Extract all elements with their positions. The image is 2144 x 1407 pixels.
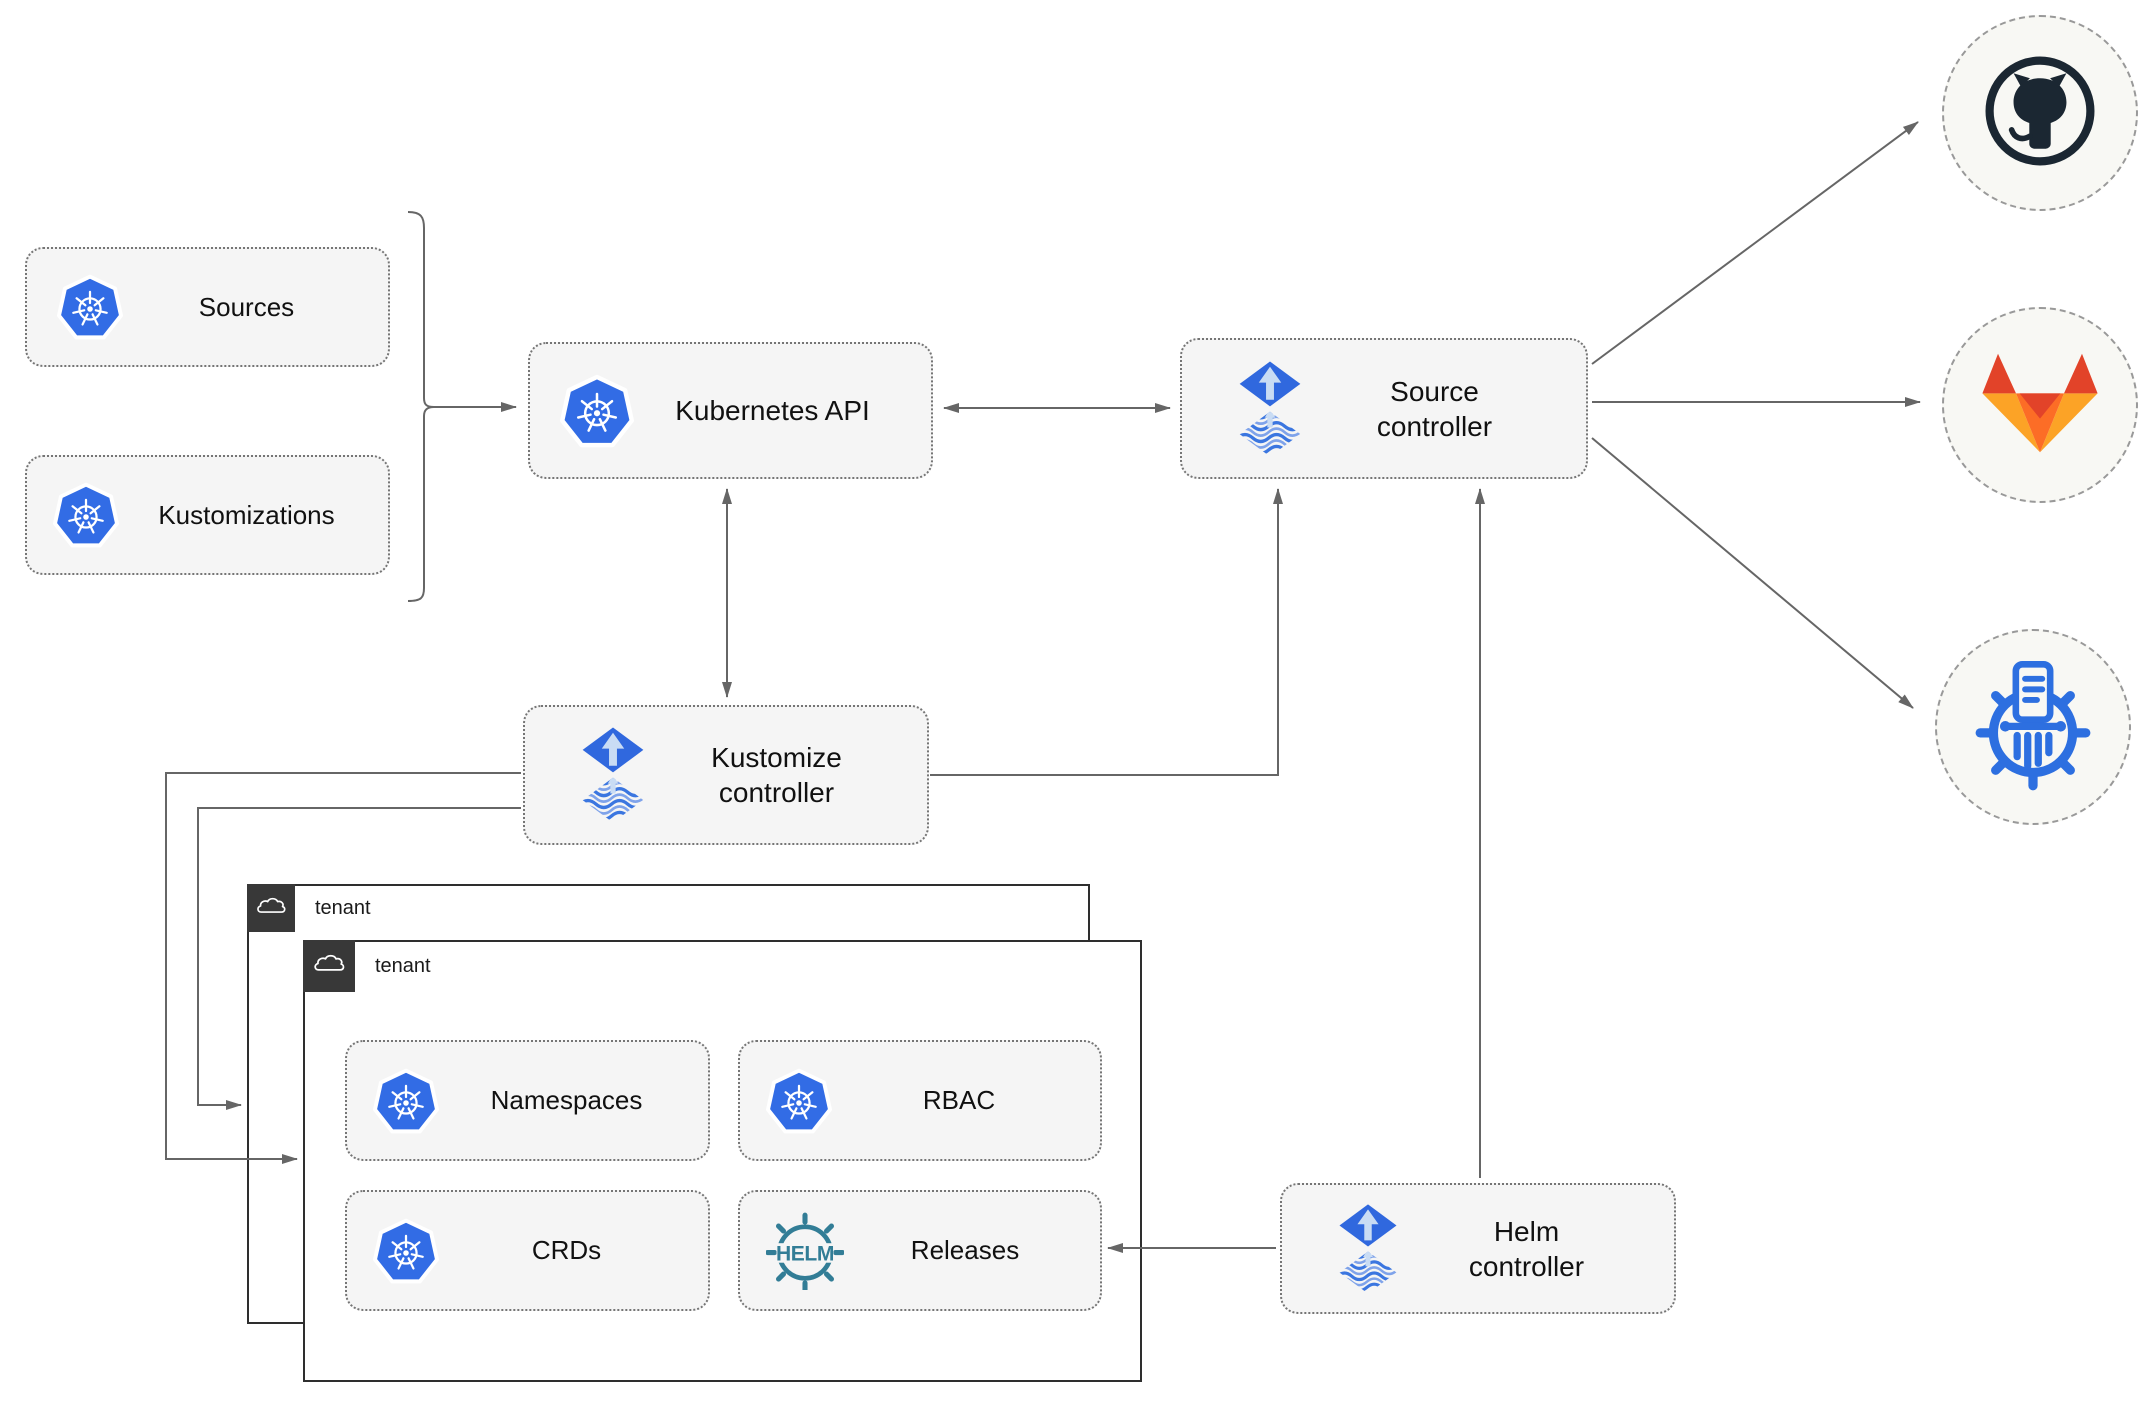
- flux-icon: [580, 726, 646, 824]
- node-sources: Sources: [25, 247, 390, 367]
- node-label: Kubernetes API: [675, 395, 870, 426]
- helm-icon: HELM: [766, 1212, 844, 1290]
- tenant-box-front: [303, 940, 1142, 1382]
- github-icon: [1977, 48, 2103, 179]
- tenant-back-label: tenant: [315, 897, 371, 919]
- edge-source-to-kustomize-manifests: [1591, 437, 1914, 709]
- kubernetes-icon: [766, 1068, 832, 1134]
- kubernetes-icon: [373, 1068, 439, 1134]
- tenant-front-label: tenant: [375, 955, 431, 977]
- external-source-github: [1942, 15, 2138, 211]
- cloud-icon: [311, 950, 347, 982]
- svg-text:HELM: HELM: [776, 1242, 834, 1265]
- flux-icon: [1237, 360, 1303, 458]
- node-label: RBAC: [922, 1085, 996, 1116]
- external-source-kustomize-manifests: [1935, 629, 2131, 825]
- edge-source-to-github: [1591, 121, 1919, 365]
- node-kustomizations: Kustomizations: [25, 455, 390, 575]
- external-source-gitlab: [1942, 307, 2138, 503]
- node-namespaces: Namespaces: [345, 1040, 710, 1161]
- node-label: Namespaces: [490, 1085, 643, 1116]
- kustomize-icon: [1967, 659, 2099, 796]
- node-crds: CRDs: [345, 1190, 710, 1311]
- node-label: Source controller: [1376, 375, 1493, 442]
- kubernetes-icon: [57, 274, 123, 340]
- node-releases: HELM Releases: [738, 1190, 1102, 1311]
- bracket-sources-group: [407, 211, 435, 602]
- node-kubernetes-api: Kubernetes API: [528, 342, 933, 479]
- tenant-front-tab: [303, 940, 355, 992]
- cloud-icon: [254, 893, 288, 924]
- gitlab-icon: [1980, 349, 2100, 462]
- node-kustomize-controller: Kustomize controller: [523, 705, 929, 845]
- kubernetes-icon: [373, 1218, 439, 1284]
- node-label: Helm controller: [1468, 1215, 1585, 1282]
- node-label: Releases: [910, 1235, 1020, 1266]
- node-label: Sources: [198, 291, 295, 322]
- node-label: CRDs: [531, 1235, 602, 1266]
- node-rbac: RBAC: [738, 1040, 1102, 1161]
- edge-kustomize-to-source: [930, 488, 1283, 776]
- node-helm-controller: Helm controller: [1280, 1183, 1676, 1314]
- flux-icon: [1337, 1203, 1399, 1295]
- kubernetes-icon: [53, 482, 119, 548]
- node-source-controller: Source controller: [1180, 338, 1588, 479]
- tenant-back-tab: [247, 884, 295, 932]
- node-label: Kustomize controller: [711, 742, 842, 808]
- node-label: Kustomizations: [158, 499, 335, 530]
- kubernetes-icon: [560, 374, 634, 448]
